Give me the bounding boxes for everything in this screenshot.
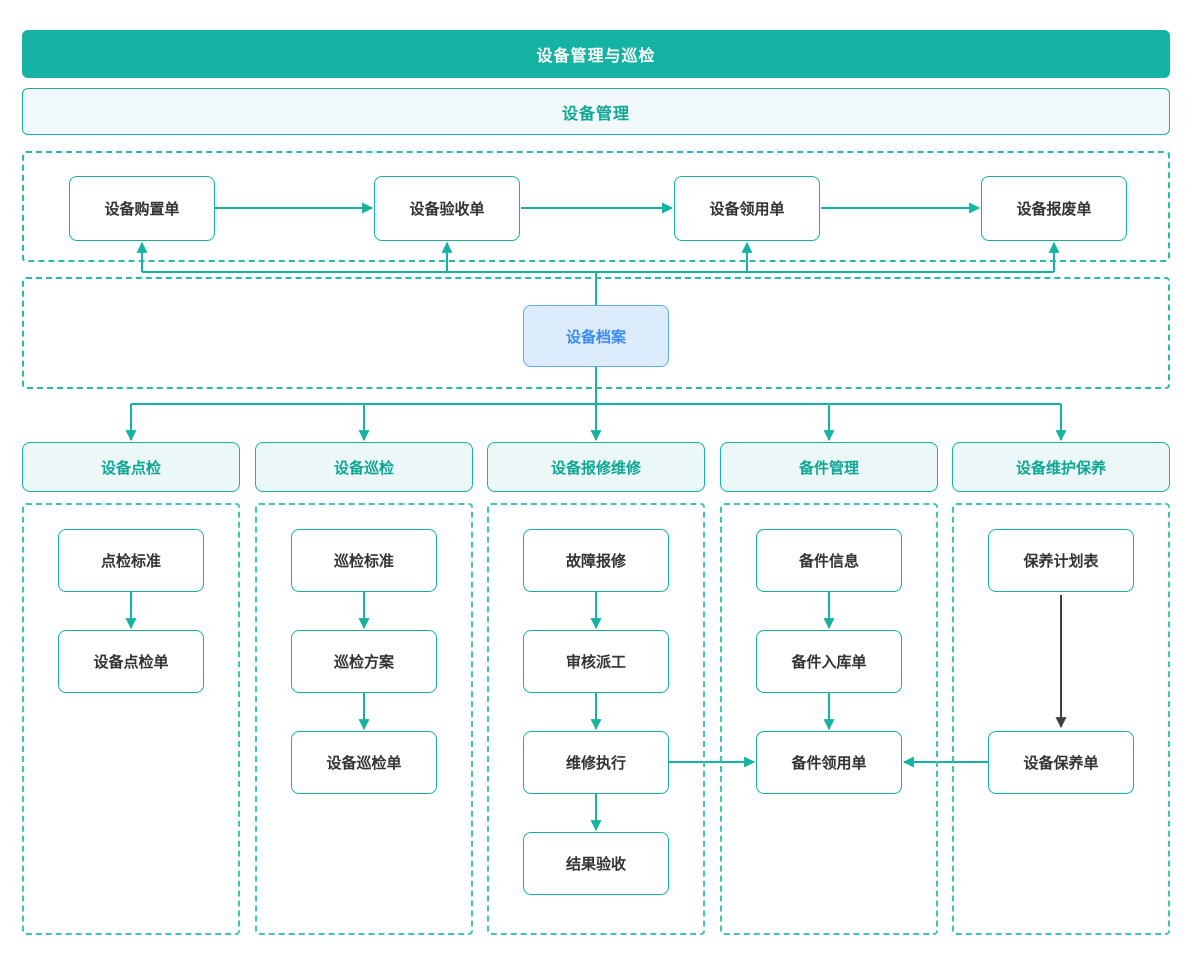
header-spare-parts: 备件管理 [720,442,938,492]
node-scrap-order: 设备报废单 [981,176,1127,241]
node-equipment-archive: 设备档案 [523,305,669,367]
node-repair-execution: 维修执行 [523,731,669,794]
node-maintenance-sheet: 设备保养单 [988,731,1134,794]
node-acceptance-order: 设备验收单 [374,176,520,241]
group-patrol-inspection [255,503,473,935]
node-spare-part-info: 备件信息 [756,529,902,592]
group-spot-check [22,503,240,935]
flow-arrows [125,202,1067,832]
header-spot-check: 设备点检 [22,442,240,492]
group-spare-parts [720,503,938,935]
node-fault-report: 故障报修 [523,529,669,592]
node-spare-part-requisition: 备件领用单 [756,731,902,794]
header-repair-maintenance: 设备报修维修 [487,442,705,492]
node-requisition-order: 设备领用单 [674,176,820,241]
node-patrol-standard: 巡检标准 [291,529,437,592]
node-spot-check-sheet: 设备点检单 [58,630,204,693]
node-purchase-order: 设备购置单 [69,176,215,241]
node-patrol-sheet: 设备巡检单 [291,731,437,794]
node-review-dispatch: 审核派工 [523,630,669,693]
group-repair-maintenance [487,503,705,935]
section-banner: 设备管理 [22,88,1170,135]
archive-group [22,277,1170,389]
header-patrol-inspection: 设备巡检 [255,442,473,492]
top-flow-group [22,151,1170,262]
node-patrol-plan: 巡检方案 [291,630,437,693]
node-spot-check-standard: 点检标准 [58,529,204,592]
node-spare-part-inbound: 备件入库单 [756,630,902,693]
node-maintenance-plan: 保养计划表 [988,529,1134,592]
node-result-acceptance: 结果验收 [523,832,669,895]
diagram-title-banner: 设备管理与巡检 [22,30,1170,78]
header-maintenance: 设备维护保养 [952,442,1170,492]
group-maintenance [952,503,1170,935]
